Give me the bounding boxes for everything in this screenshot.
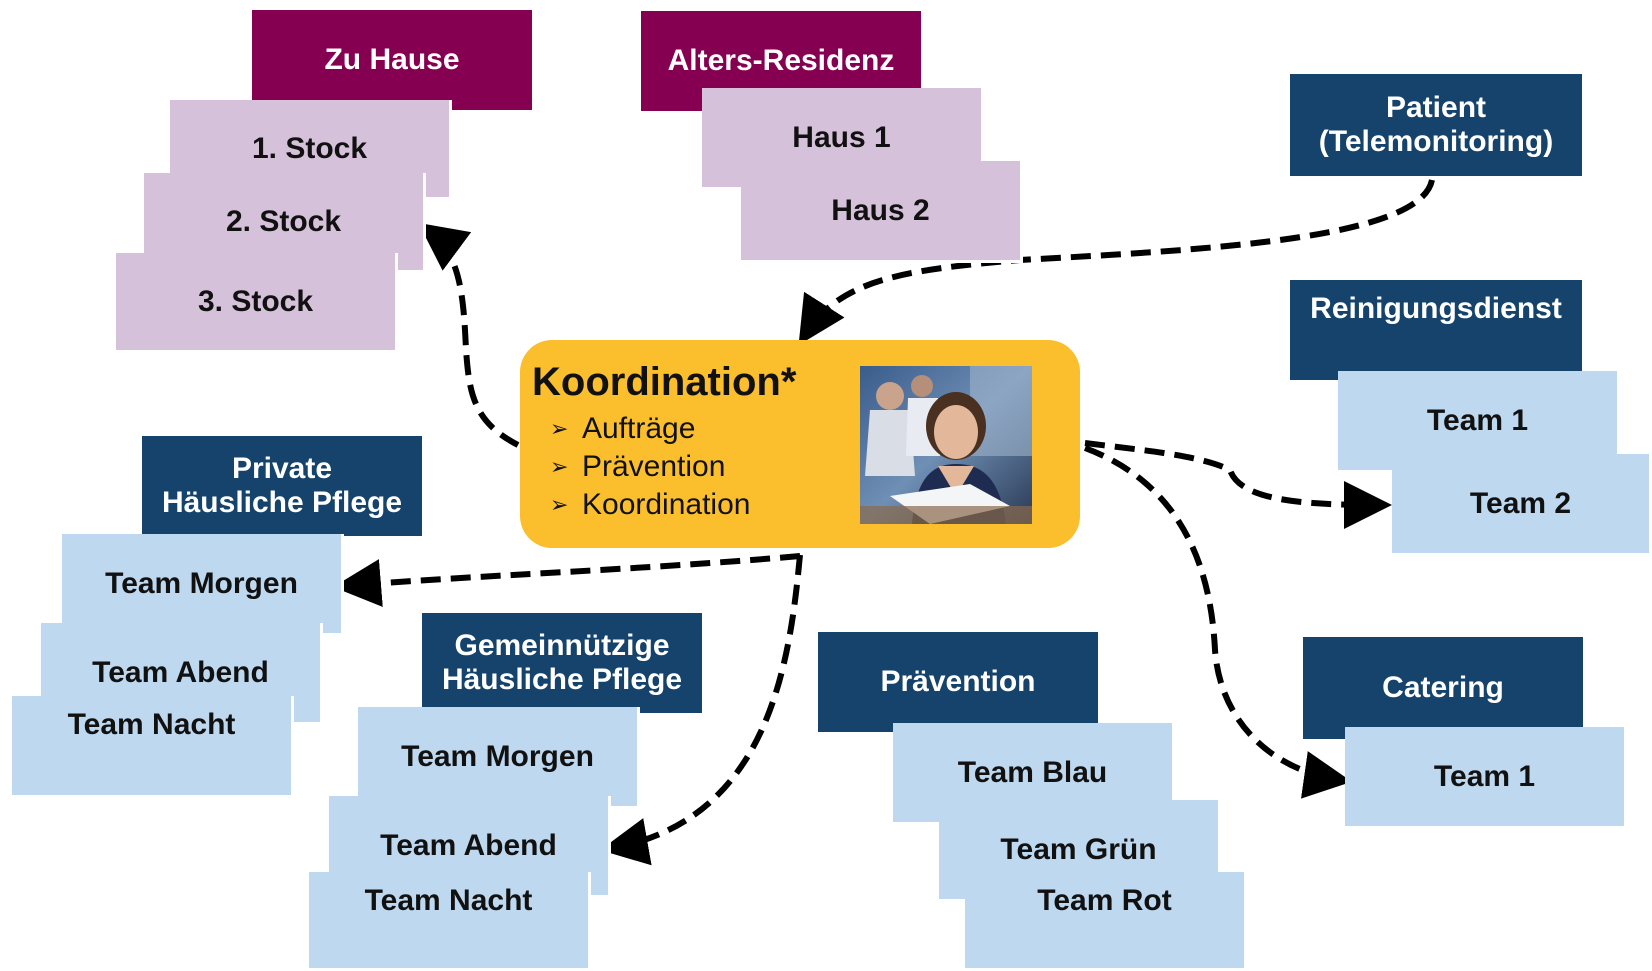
arrow-from-patient — [798, 179, 1435, 346]
praevention-header: Prävention — [818, 632, 1098, 732]
alters-residenz-item-2: Haus 2 — [741, 161, 1023, 263]
gemeinnuetzige-pflege-header: Gemeinnützige Häusliche Pflege — [422, 613, 702, 713]
arrow-to-gemeinnuetzige-team-abend — [600, 554, 803, 866]
arrowhead-bullet-icon: ➢ — [550, 416, 569, 441]
arrow-to-private-team-morgen — [333, 553, 801, 607]
arrowhead-bullet-icon: ➢ — [550, 454, 569, 479]
gemeinnuetzige-pflege-item-3: Team Nacht — [309, 872, 591, 971]
koordination-list-item: ➢ Prävention — [550, 448, 750, 486]
praevention-item-3: Team Rot — [965, 872, 1247, 971]
arrow-to-reinigungsdienst — [1084, 440, 1392, 529]
koordination-box: Koordination* ➢ Aufträge ➢ Prävention ➢ Koo… — [520, 340, 1080, 548]
koordination-title: Koordination* — [532, 360, 797, 404]
coordinator-photo — [860, 366, 1032, 524]
zu-hause-header: Zu Hause — [252, 10, 532, 110]
patient-title-line1: Patient — [1385, 91, 1487, 124]
koordination-list-item: ➢ Koordination — [550, 486, 750, 524]
private-pflege-item-3: Team Nacht — [12, 696, 294, 798]
arrowhead-bullet-icon: ➢ — [550, 492, 569, 517]
koordination-list-item: ➢ Aufträge — [550, 410, 750, 448]
arrow-to-catering — [1083, 445, 1352, 799]
reinigungsdienst-item-2: Team 2 — [1392, 454, 1652, 556]
zu-hause-item-3: 3. Stock — [116, 253, 398, 353]
catering-item-1: Team 1 — [1345, 727, 1627, 829]
gemeinnuetzige-pflege-title-line2: Häusliche Pflege — [441, 663, 683, 696]
patient-header: Patient (Telemonitoring) — [1290, 74, 1582, 176]
koordination-list: ➢ Aufträge ➢ Prävention ➢ Koordination — [550, 410, 750, 524]
private-pflege-title-line2: Häusliche Pflege — [161, 486, 403, 519]
patient-title-line2: (Telemonitoring) — [1318, 125, 1554, 158]
koordination-item-label: Prävention — [582, 450, 726, 483]
reinigungsdienst-header: Reinigungsdienst — [1290, 280, 1582, 380]
private-pflege-item-1: Team Morgen — [62, 534, 344, 636]
gemeinnuetzige-pflege-item-1: Team Morgen — [358, 707, 640, 809]
arrow-to-zu-hause — [418, 222, 520, 448]
koordination-item-label: Koordination — [582, 488, 751, 521]
private-pflege-header: Private Häusliche Pflege — [142, 436, 422, 536]
koordination-item-label: Aufträge — [582, 412, 696, 445]
catering-header: Catering — [1303, 637, 1583, 739]
private-pflege-title-line1: Private — [231, 452, 333, 485]
gemeinnuetzige-pflege-title-line1: Gemeinnützige — [454, 629, 670, 662]
